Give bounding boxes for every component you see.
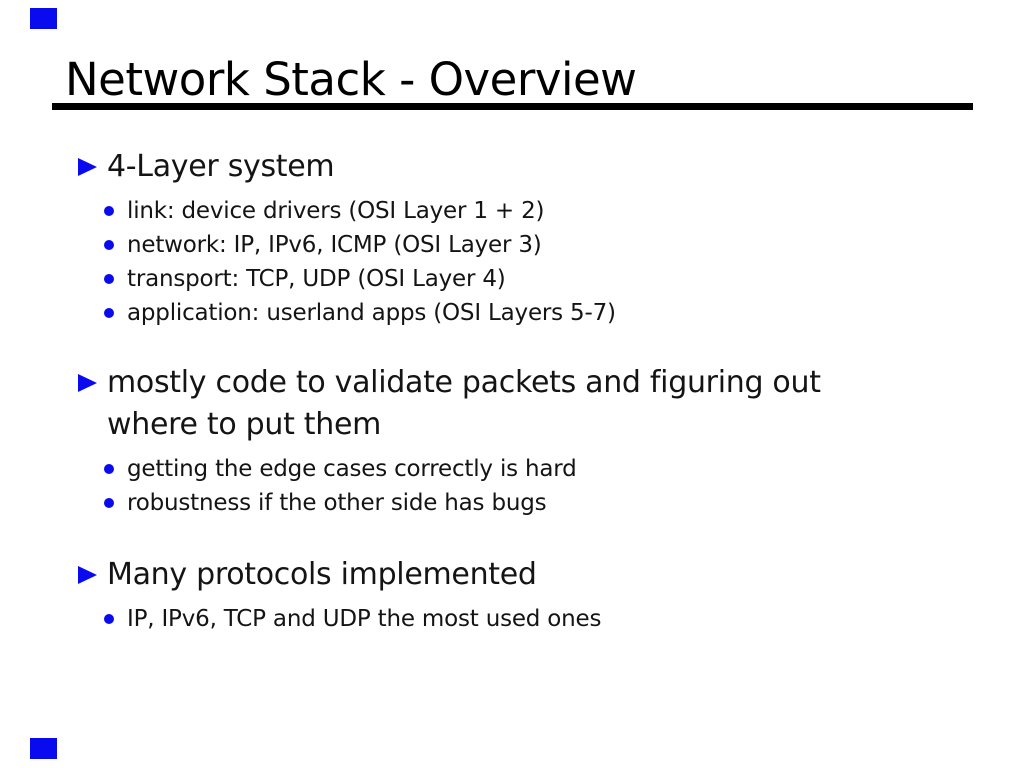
- dot-bullet-icon: [104, 240, 114, 250]
- bullet-list: IP, IPv6, TCP and UDP the most used ones: [78, 602, 994, 636]
- section-heading: mostly code to validate packets and figu…: [97, 362, 821, 446]
- list-item: getting the edge cases correctly is hard: [104, 452, 994, 486]
- list-item-text: network: IP, IPv6, ICMP (OSI Layer 3): [127, 232, 542, 258]
- list-item: transport: TCP, UDP (OSI Layer 4): [104, 262, 994, 296]
- title-underline: [52, 103, 973, 110]
- list-item-text: application: userland apps (OSI Layers 5…: [127, 300, 616, 326]
- bullet-list: link: device drivers (OSI Layer 1 + 2) n…: [78, 194, 994, 330]
- section-many-protocols: Many protocols implemented IP, IPv6, TCP…: [78, 554, 994, 636]
- triangle-bullet-icon: [78, 566, 97, 584]
- dot-bullet-icon: [104, 206, 114, 216]
- bullet-list: getting the edge cases correctly is hard…: [78, 452, 994, 520]
- corner-marker-icon: [30, 8, 57, 29]
- section-heading-line: mostly code to validate packets and figu…: [107, 365, 821, 400]
- section-heading-line: where to put them: [107, 407, 382, 442]
- section-heading-line: 4-Layer system: [107, 149, 335, 184]
- list-item-text: getting the edge cases correctly is hard: [127, 456, 577, 482]
- page-title: Network Stack - Overview: [65, 53, 637, 106]
- list-item-text: transport: TCP, UDP (OSI Layer 4): [127, 266, 506, 292]
- dot-bullet-icon: [104, 308, 114, 318]
- triangle-bullet-icon: [78, 158, 97, 176]
- section-heading: Many protocols implemented: [97, 554, 537, 596]
- list-item-text: robustness if the other side has bugs: [127, 490, 547, 516]
- dot-bullet-icon: [104, 464, 114, 474]
- dot-bullet-icon: [104, 614, 114, 624]
- list-item: robustness if the other side has bugs: [104, 486, 994, 520]
- list-item: application: userland apps (OSI Layers 5…: [104, 296, 994, 330]
- section-heading-row: mostly code to validate packets and figu…: [78, 362, 994, 446]
- dot-bullet-icon: [104, 498, 114, 508]
- list-item-text: IP, IPv6, TCP and UDP the most used ones: [127, 606, 602, 632]
- corner-marker-icon: [30, 738, 57, 759]
- section-heading: 4-Layer system: [97, 146, 335, 188]
- section-heading-line: Many protocols implemented: [107, 557, 537, 592]
- section-validate-packets: mostly code to validate packets and figu…: [78, 362, 994, 520]
- list-item: IP, IPv6, TCP and UDP the most used ones: [104, 602, 994, 636]
- list-item: link: device drivers (OSI Layer 1 + 2): [104, 194, 994, 228]
- list-item-text: link: device drivers (OSI Layer 1 + 2): [127, 198, 545, 224]
- triangle-bullet-icon: [78, 374, 97, 392]
- dot-bullet-icon: [104, 274, 114, 284]
- section-heading-row: 4-Layer system: [78, 146, 994, 188]
- section-heading-row: Many protocols implemented: [78, 554, 994, 596]
- list-item: network: IP, IPv6, ICMP (OSI Layer 3): [104, 228, 994, 262]
- section-4-layer-system: 4-Layer system link: device drivers (OSI…: [78, 146, 994, 330]
